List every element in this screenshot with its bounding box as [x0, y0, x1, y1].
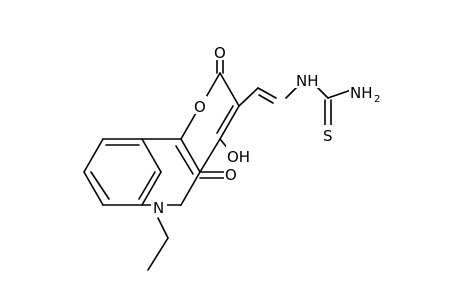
- hydroxyl-group: OH: [226, 145, 250, 166]
- amide-carbonyl-oxygen-atom: O: [224, 164, 240, 184]
- bond: [180, 138, 201, 173]
- thione-sulfur-atom: S: [322, 125, 336, 145]
- lactone-carbonyl-oxygen-atom: O: [212, 42, 228, 62]
- bond: [138, 171, 156, 200]
- bond: [327, 89, 352, 99]
- ring-nitrogen-atom: N: [151, 197, 167, 217]
- atom-label-layer: O O OH O N NH NH 2 S: [151, 42, 385, 217]
- bond: [238, 87, 259, 107]
- bond: [204, 72, 221, 100]
- amine-group: NH 2: [349, 82, 385, 105]
- ring-oxygen-label: O: [194, 98, 206, 116]
- lactone-carbonyl-oxygen-label: O: [214, 44, 226, 62]
- bond: [257, 87, 277, 99]
- bond: [141, 138, 162, 173]
- bond-layer: [83, 54, 352, 271]
- hydrazone-nh-label: NH: [296, 72, 319, 90]
- hydroxyl-label: OH: [227, 148, 250, 166]
- bond: [258, 94, 274, 104]
- bond: [219, 105, 240, 140]
- bond: [180, 171, 201, 206]
- bond: [157, 217, 169, 239]
- bond: [141, 171, 162, 206]
- thione-sulfur-label: S: [323, 127, 333, 145]
- bond: [199, 138, 221, 173]
- amine-subscript: 2: [374, 94, 380, 105]
- bond: [175, 145, 194, 175]
- bond: [219, 72, 240, 107]
- bond: [180, 112, 197, 140]
- hydrazone-nh-group: NH: [295, 70, 321, 90]
- ring-nitrogen-label: N: [153, 199, 164, 217]
- amide-carbonyl-oxygen-label: O: [225, 166, 237, 184]
- bond: [83, 171, 104, 206]
- amine-label: NH: [350, 84, 373, 102]
- ring-oxygen-atom: O: [193, 96, 207, 116]
- bond: [90, 171, 110, 200]
- bond: [216, 105, 234, 134]
- bond: [83, 138, 104, 173]
- bond: [147, 237, 169, 271]
